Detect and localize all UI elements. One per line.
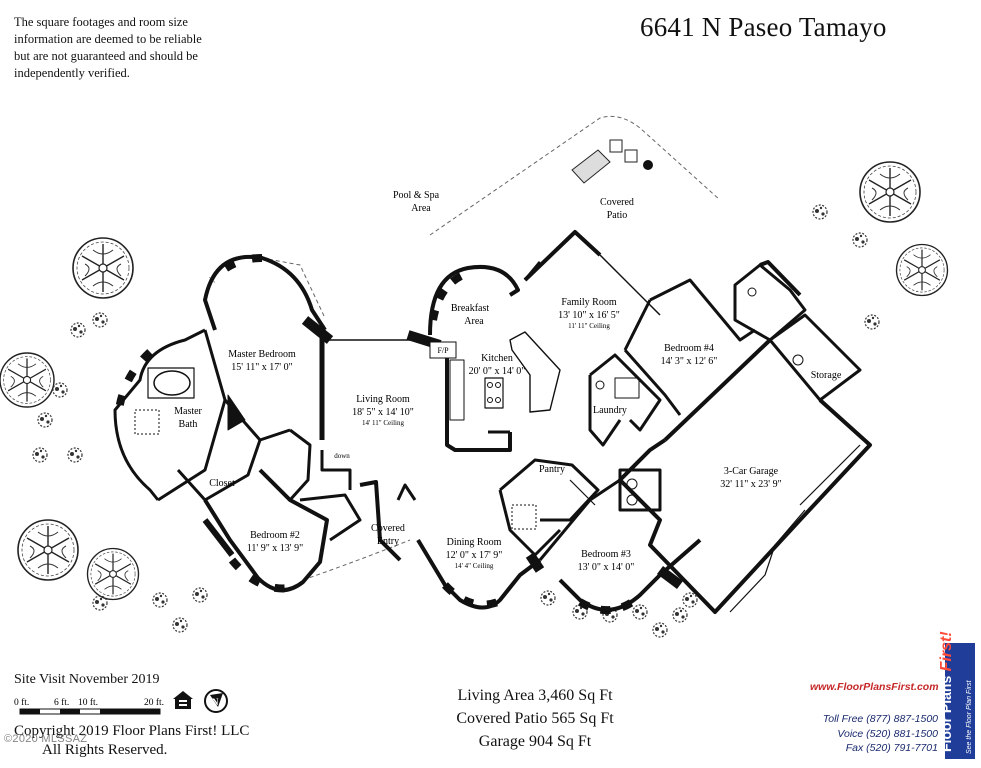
pool-spa-label: Pool & Spa	[393, 190, 440, 201]
company-logo	[945, 643, 975, 759]
disclaimer-text: The square footages and room size inform…	[14, 15, 202, 80]
closet-label: Closet	[209, 478, 235, 489]
fireplace-icon	[429, 341, 457, 359]
bedroom2-size: 11' 9" x 13' 9"	[247, 543, 303, 554]
tree-icon	[17, 519, 79, 581]
north-label: N	[212, 697, 219, 707]
tree-icon	[72, 237, 134, 299]
copyright-line-1: Copyright 2019 Floor Plans First! LLC	[14, 723, 250, 739]
toll-free-phone: Toll Free (877) 887-1500	[822, 713, 938, 725]
scale-bar: 0 ft. 6 ft. 10 ft. 20 ft.	[14, 697, 164, 715]
logo-name: Floor Plans	[938, 675, 954, 752]
pantry-label: Pantry	[539, 464, 565, 475]
bedroom4-name: Bedroom #4	[664, 343, 714, 354]
copyright-text: Copyright 2019 Floor Plans First! LLC Al…	[14, 722, 249, 760]
area-summary: Living Area 3,460 Sq Ft Covered Patio 56…	[430, 684, 640, 753]
bedroom3-name: Bedroom #3	[581, 549, 631, 560]
shrub-icon	[682, 592, 698, 608]
grill-icon	[571, 139, 653, 184]
shrub-icon	[67, 447, 83, 463]
covered-patio-outline	[429, 115, 721, 236]
mls-watermark: ©2020 MLSSAZ	[4, 733, 88, 745]
garage-size: 32' 11" x 23' 9"	[720, 479, 781, 490]
shrub-icon	[192, 587, 208, 603]
scale-label-0: 0 ft.	[14, 697, 29, 708]
shrub-icon	[864, 314, 880, 330]
tree-icon	[895, 243, 949, 297]
covered-entry-label: Covered	[371, 523, 405, 534]
property-address: 6641 N Paseo Tamayo	[640, 12, 887, 42]
room-labels: Pool & Spa Area Covered Patio Master Bed…	[174, 190, 842, 573]
family-room-ceiling: 11' 11" Ceiling	[568, 322, 610, 330]
dining-room-name: Dining Room	[447, 537, 502, 548]
living-room-name: Living Room	[356, 394, 410, 405]
copyright-line-2: All Rights Reserved.	[42, 742, 168, 758]
master-bedroom-size: 15' 11" x 17' 0"	[231, 362, 292, 373]
scale-label-6: 6 ft.	[54, 697, 69, 708]
tree-icon	[86, 547, 140, 601]
shrub-icon	[632, 604, 648, 620]
voice-phone: Voice (520) 881-1500	[837, 727, 938, 740]
tree-icon	[859, 161, 921, 223]
equal-housing-icon	[173, 691, 193, 709]
logo-wordmark: Floor Plans First!	[938, 631, 956, 752]
bedroom4-size: 14' 3" x 12' 6"	[661, 356, 718, 367]
covered-patio-area: Covered Patio 565 Sq Ft	[456, 710, 614, 727]
north-arrow-icon: N	[204, 689, 228, 713]
fax-number: Fax (520) 791-7701	[845, 742, 938, 754]
covered-patio-label-2: Patio	[607, 210, 628, 221]
shrub-icon	[852, 232, 868, 248]
shrub-icon	[37, 412, 53, 428]
laundry-label: Laundry	[593, 405, 627, 416]
shrub-icon	[152, 592, 168, 608]
garage-area: Garage 904 Sq Ft	[478, 733, 592, 750]
scale-label-20: 20 ft.	[144, 697, 164, 708]
master-bedroom-name: Master Bedroom	[228, 349, 296, 360]
storage-label: Storage	[811, 370, 842, 381]
site-visit-date: Site Visit November 2019	[14, 672, 160, 687]
living-room-size: 18' 5" x 14' 10"	[352, 407, 414, 418]
living-area: Living Area 3,460 Sq Ft	[457, 687, 613, 704]
shrub-icon	[540, 590, 556, 606]
kitchen-name: Kitchen	[481, 353, 513, 364]
master-bath-label: Master	[174, 406, 202, 417]
breakfast-label-2: Area	[464, 316, 484, 327]
dining-room-ceiling: 14' 4" Ceiling	[455, 562, 494, 570]
tree-icon	[0, 352, 55, 408]
company-url-link[interactable]: www.FloorPlansFirst.com	[810, 681, 939, 693]
covered-patio-label: Covered	[600, 197, 634, 208]
family-room-name: Family Room	[561, 297, 617, 308]
shrub-icon	[172, 617, 188, 633]
walls	[113, 230, 872, 615]
down-label: down	[334, 452, 350, 460]
shrub-icon	[92, 312, 108, 328]
bedroom2-name: Bedroom #2	[250, 530, 300, 541]
kitchen-size: 20' 0" x 14' 0"	[469, 366, 526, 377]
shrub-icon	[52, 382, 68, 398]
bedroom3-size: 13' 0" x 14' 0"	[578, 562, 635, 573]
breakfast-label: Breakfast	[451, 303, 490, 314]
dining-room-size: 12' 0" x 17' 9"	[446, 550, 503, 561]
scale-label-10: 10 ft.	[78, 697, 98, 708]
shrub-icon	[70, 322, 86, 338]
shrub-icon	[32, 447, 48, 463]
shrub-icon	[672, 607, 688, 623]
logo-tagline: See the Floor Plan First	[966, 680, 973, 754]
logo-mark: First!	[938, 631, 955, 672]
fp-label: F/P	[437, 346, 449, 355]
covered-entry-label-2: Entry	[377, 536, 399, 547]
shrub-icon	[652, 622, 668, 638]
contact-info: Toll Free (877) 887-1500 Voice (520) 881…	[800, 712, 938, 756]
family-room-size: 13' 10" x 16' 5"	[558, 310, 620, 321]
garage-name: 3-Car Garage	[724, 466, 779, 477]
master-bath-label-2: Bath	[179, 419, 198, 430]
pool-spa-label-2: Area	[411, 203, 431, 214]
shrub-icon	[812, 204, 828, 220]
living-room-ceiling: 14' 11" Ceiling	[362, 419, 404, 427]
